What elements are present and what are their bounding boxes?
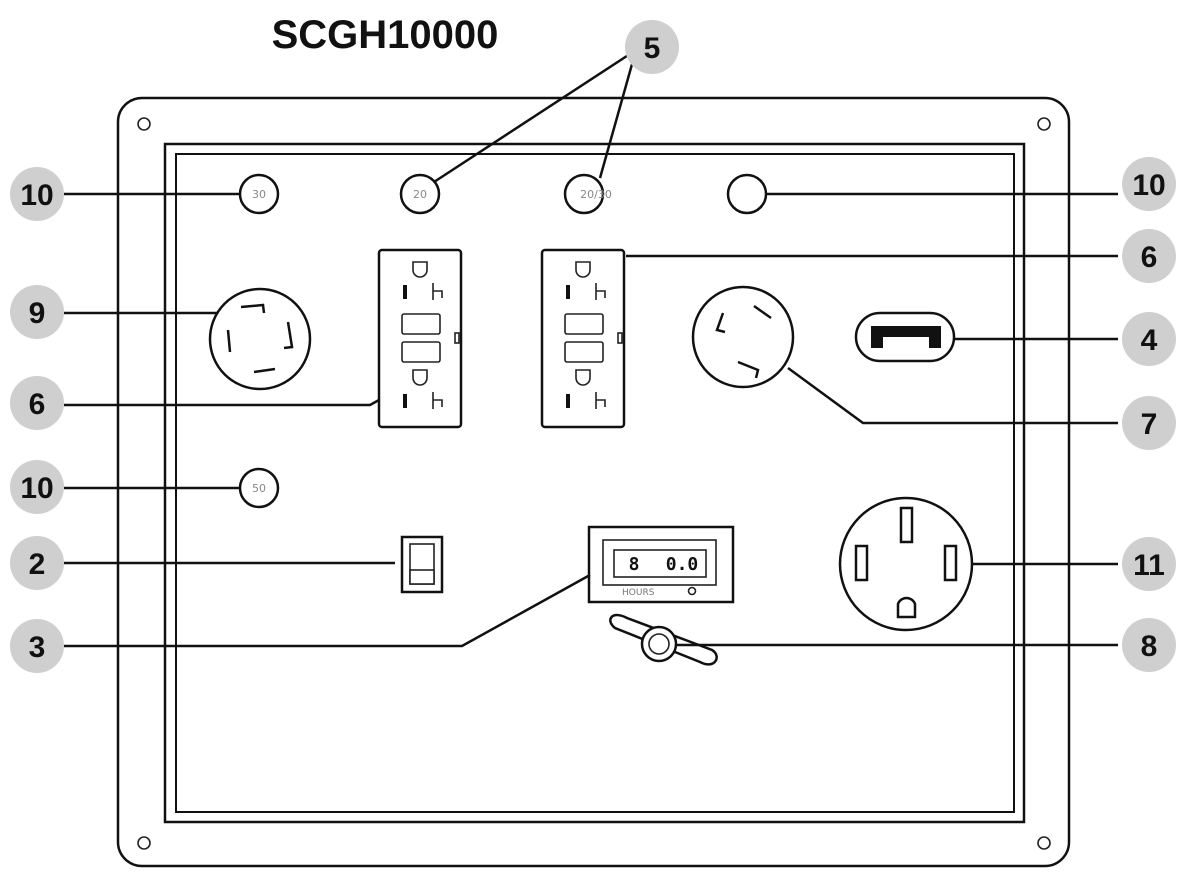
breaker-20-label: 20 xyxy=(413,188,427,201)
svg-text:5: 5 xyxy=(644,32,661,65)
screw-hole-top-right xyxy=(1037,117,1051,131)
svg-text:8: 8 xyxy=(1141,630,1158,663)
hour-meter: 8 0.0 HOURS xyxy=(587,525,735,604)
callout-6-right: 6 xyxy=(1122,229,1176,283)
screw-hole-bottom-left xyxy=(137,836,151,850)
svg-text:11: 11 xyxy=(1133,549,1165,582)
svg-text:2: 2 xyxy=(29,548,46,581)
outer-plate xyxy=(116,96,1071,868)
svg-text:10: 10 xyxy=(20,472,53,505)
engine-switch-key[interactable] xyxy=(609,613,718,666)
gfci-outlet-right[interactable] xyxy=(540,248,626,429)
callout-4: 4 xyxy=(1122,312,1176,366)
gfci-outlet-left[interactable] xyxy=(377,248,463,429)
hour-meter-digit-left: 8 xyxy=(629,554,640,575)
callout-8: 8 xyxy=(1122,618,1176,672)
breaker-50[interactable]: 50 xyxy=(238,467,280,509)
twist-lock-outlet-left[interactable] xyxy=(208,287,312,391)
hour-meter-unit: HOURS xyxy=(622,588,655,598)
svg-text:3: 3 xyxy=(29,631,46,664)
callout-3: 3 xyxy=(10,619,64,673)
svg-text:10: 10 xyxy=(20,179,53,212)
callout-10-top-right: 10 xyxy=(1122,157,1176,211)
breaker-20-30-label: 20/30 xyxy=(580,188,612,201)
svg-text:6: 6 xyxy=(29,388,46,421)
breaker-20[interactable]: 20 xyxy=(399,173,441,215)
breaker-30[interactable]: 30 xyxy=(238,173,280,215)
svg-text:7: 7 xyxy=(1141,408,1158,441)
fifty-amp-receptacle[interactable] xyxy=(838,496,974,632)
breaker-main[interactable] xyxy=(726,173,768,215)
inner-frame-inner xyxy=(175,153,1015,813)
svg-text:6: 6 xyxy=(1141,241,1158,274)
callout-6-left: 6 xyxy=(10,376,64,430)
callout-7: 7 xyxy=(1122,396,1176,450)
inner-frame-outer xyxy=(163,142,1026,824)
callout-10-top-left: 10 xyxy=(10,167,64,221)
dc-receptacle[interactable] xyxy=(854,311,956,363)
breaker-30-label: 30 xyxy=(252,188,266,201)
twist-lock-outlet-right[interactable] xyxy=(691,285,795,389)
hour-meter-digit-right: 0.0 xyxy=(666,554,699,575)
screw-hole-bottom-right xyxy=(1037,836,1051,850)
callout-11: 11 xyxy=(1122,537,1176,591)
callout-10-mid-left: 10 xyxy=(10,460,64,514)
svg-text:10: 10 xyxy=(1132,169,1165,202)
model-title: SCGH10000 xyxy=(272,13,499,57)
leader-lines xyxy=(64,48,1118,648)
rocker-switch[interactable] xyxy=(400,535,444,594)
callout-9: 9 xyxy=(10,285,64,339)
svg-text:4: 4 xyxy=(1141,324,1158,357)
callout-2: 2 xyxy=(10,536,64,590)
breaker-20-30[interactable]: 20/30 xyxy=(563,173,612,215)
screw-hole-top-left xyxy=(137,117,151,131)
breaker-50-label: 50 xyxy=(252,482,266,495)
svg-text:9: 9 xyxy=(29,297,46,330)
callout-5-top: 5 xyxy=(625,20,679,74)
